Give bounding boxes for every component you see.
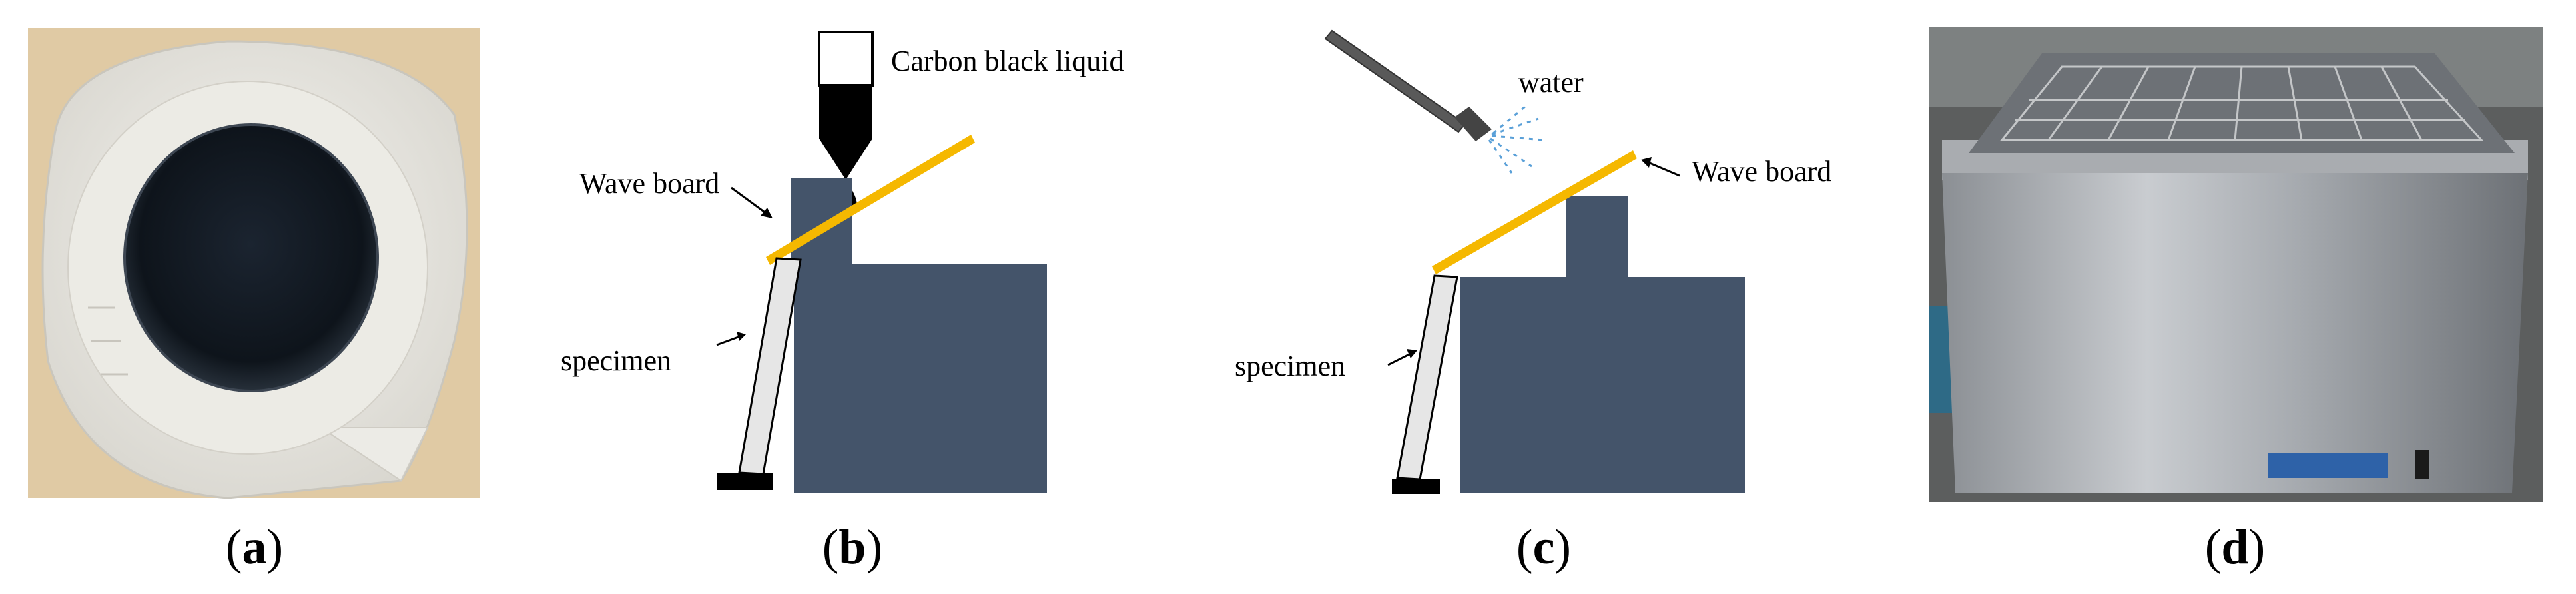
caption-b: (b) [822, 520, 883, 575]
carbon-black-liquid-label: Carbon black liquid [891, 45, 1124, 77]
caption-d: (d) [2204, 520, 2266, 575]
specimen-base-c [1392, 479, 1440, 494]
control-panel [2268, 453, 2388, 478]
machine-b [791, 178, 1047, 493]
diagram-b [716, 31, 1047, 493]
specimen-arrow-b [716, 334, 743, 346]
panel-a-photo [28, 28, 480, 499]
jug-scale-marks [88, 306, 128, 376]
caption-c: (c) [1516, 520, 1572, 575]
panel-b-diagram: Carbon black liquid Wave board specimen [553, 20, 1152, 513]
black-liquid [123, 123, 379, 392]
jug-photo [28, 28, 480, 499]
power-switch [2415, 450, 2429, 479]
nozzle [1324, 29, 1492, 141]
water-label: water [1518, 66, 1584, 99]
wave-board-arrow-c [1644, 160, 1680, 177]
specimen-base-b [717, 473, 773, 490]
specimen-c [1396, 274, 1458, 481]
diagram-c [1324, 29, 1745, 494]
specimen-label-b: specimen [561, 344, 672, 377]
wave-board-label-b: Wave board [579, 167, 720, 200]
water-spray [1488, 105, 1544, 174]
wave-board-c [1432, 150, 1637, 274]
tank-photo [1929, 27, 2543, 502]
specimen-label-c: specimen [1235, 350, 1346, 382]
panel-c-diagram: water Wave board specimen [1232, 20, 1865, 513]
tank-body [1942, 173, 2528, 493]
wave-board-b [766, 135, 975, 265]
caption-a: (a) [225, 520, 284, 575]
wave-board-label-c: Wave board [1692, 155, 1832, 188]
jug-spout [318, 427, 429, 482]
specimen-b [738, 257, 802, 475]
specimen-arrow-c [1387, 352, 1413, 366]
wire-basket [1999, 65, 2484, 141]
machine-c [1460, 196, 1745, 493]
panel-d-photo [1929, 27, 2543, 502]
tank-opening [1969, 53, 2515, 153]
